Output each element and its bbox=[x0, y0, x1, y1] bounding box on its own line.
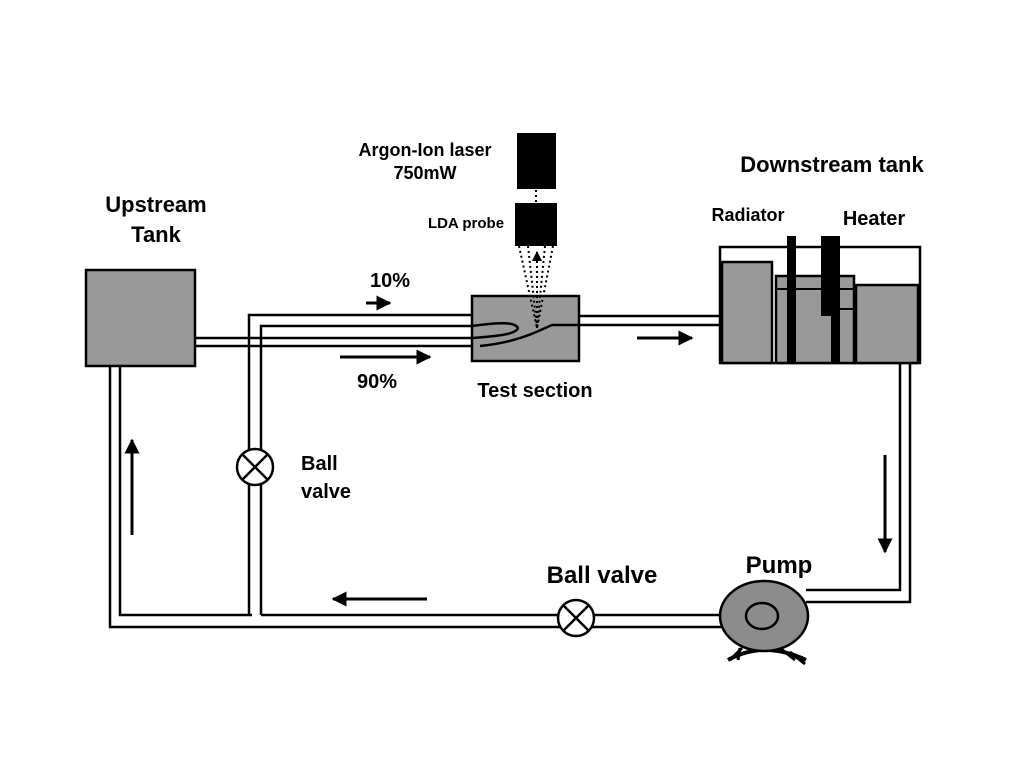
downstream-tank-label: Downstream tank bbox=[740, 152, 924, 177]
ball-valve-bypass-label-2: valve bbox=[301, 481, 351, 503]
upstream-tank-label-2: Tank bbox=[131, 222, 181, 247]
lda-probe bbox=[515, 203, 557, 246]
argon-ion-laser bbox=[517, 133, 556, 189]
upstream-tank-label-1: Upstream bbox=[105, 192, 206, 217]
heater-label: Heater bbox=[843, 208, 905, 230]
heater-element-lower bbox=[831, 316, 840, 363]
laser-label-1: Argon-Ion laser bbox=[358, 140, 491, 160]
test-section-internal-pipe bbox=[471, 322, 579, 348]
flow-10-label: 10% bbox=[370, 270, 410, 292]
test-section-box bbox=[470, 294, 581, 363]
lda-beams bbox=[518, 245, 554, 329]
return-pipe-left bbox=[108, 366, 560, 629]
pipe-downstream-to-pump bbox=[806, 363, 912, 604]
ball-valve-bottom bbox=[556, 598, 596, 638]
lda-probe-label: LDA probe bbox=[428, 215, 504, 232]
heater-element-upper bbox=[821, 236, 840, 316]
pump bbox=[718, 579, 810, 666]
bottom-pipe bbox=[261, 613, 722, 629]
flow-90-label: 90% bbox=[357, 371, 397, 393]
bypass-pipe bbox=[247, 313, 472, 615]
upstream-tank bbox=[84, 268, 197, 368]
ball-valve-bottom-label: Ball valve bbox=[547, 562, 658, 589]
ball-valve-bypass bbox=[235, 447, 275, 487]
ball-valve-bypass-label-1: Ball bbox=[301, 453, 338, 475]
test-section-label: Test section bbox=[477, 380, 592, 402]
radiator-label: Radiator bbox=[711, 205, 784, 225]
main-pipe bbox=[195, 336, 472, 348]
downstream-chamber-right bbox=[854, 283, 920, 365]
pipe-to-downstream bbox=[579, 314, 720, 327]
radiator-element bbox=[787, 236, 796, 363]
laser-label-2: 750mW bbox=[393, 163, 456, 183]
downstream-chamber-left bbox=[720, 260, 774, 365]
pump-label: Pump bbox=[746, 552, 813, 579]
